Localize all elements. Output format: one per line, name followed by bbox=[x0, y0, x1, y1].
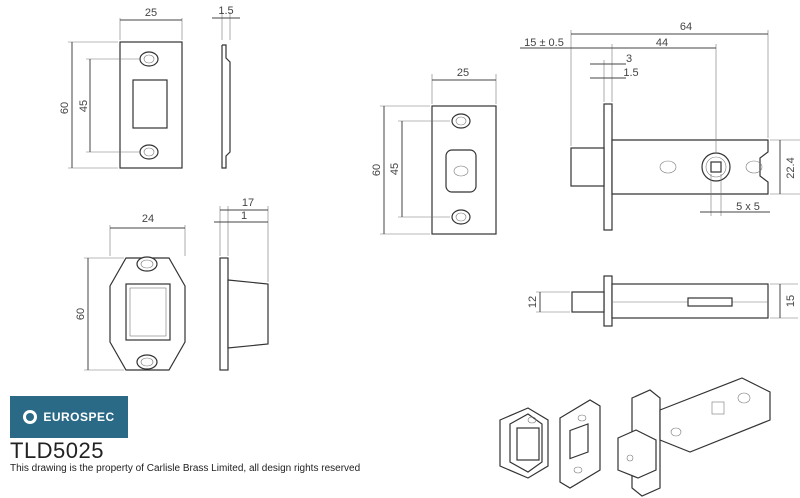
dim-strike-height: 60 bbox=[59, 102, 71, 114]
dim-bolt-12: 12 bbox=[527, 296, 539, 308]
keep-side: 17 1 bbox=[214, 197, 269, 371]
dim-strike-width: 25 bbox=[145, 7, 157, 19]
dim-body-15: 15 bbox=[785, 295, 797, 307]
dim-forend-pitch: 45 bbox=[389, 163, 401, 175]
dim-strike-thickness: 1.5 bbox=[218, 5, 233, 17]
keep-front: 24 60 bbox=[75, 213, 186, 371]
strike-plate-front: 25 60 45 bbox=[59, 7, 183, 169]
dim-forend-width: 25 bbox=[457, 67, 469, 79]
dim-latch-15: 1.5 bbox=[623, 67, 638, 79]
brand-name: EUROSPEC bbox=[43, 410, 115, 424]
dim-strike-pitch: 45 bbox=[78, 100, 90, 112]
product-code: TLD5025 bbox=[10, 438, 105, 463]
dim-latch-total: 64 bbox=[680, 21, 692, 33]
copyright-notice: This drawing is the property of Carlisle… bbox=[10, 463, 361, 474]
forend-front: 25 60 45 bbox=[371, 67, 497, 235]
strike-plate-side: 1.5 bbox=[212, 5, 240, 169]
dim-keep-width: 24 bbox=[142, 213, 154, 225]
dim-keep-depth: 17 bbox=[242, 197, 254, 209]
iso-latch bbox=[617, 377, 771, 497]
latch-top-view: 12 15 bbox=[527, 275, 798, 327]
dim-latch-height: 22.4 bbox=[785, 157, 797, 178]
dim-forend-height: 60 bbox=[371, 164, 383, 176]
iso-keep bbox=[499, 407, 549, 479]
globe-icon bbox=[23, 410, 38, 424]
iso-strike bbox=[559, 399, 601, 489]
dim-keep-thickness: 1 bbox=[241, 210, 247, 222]
dim-latch-backset: 44 bbox=[656, 37, 668, 49]
dim-latch-3: 3 bbox=[626, 53, 632, 65]
latch-side-view: 64 15 ± 0.5 44 3 1.5 22.4 5 x 5 bbox=[520, 21, 800, 231]
brand-logo: EUROSPEC bbox=[10, 396, 128, 438]
dim-spindle: 5 x 5 bbox=[736, 201, 760, 213]
dim-latch-backset-tol: 15 ± 0.5 bbox=[524, 37, 564, 49]
dim-keep-height: 60 bbox=[75, 308, 87, 320]
